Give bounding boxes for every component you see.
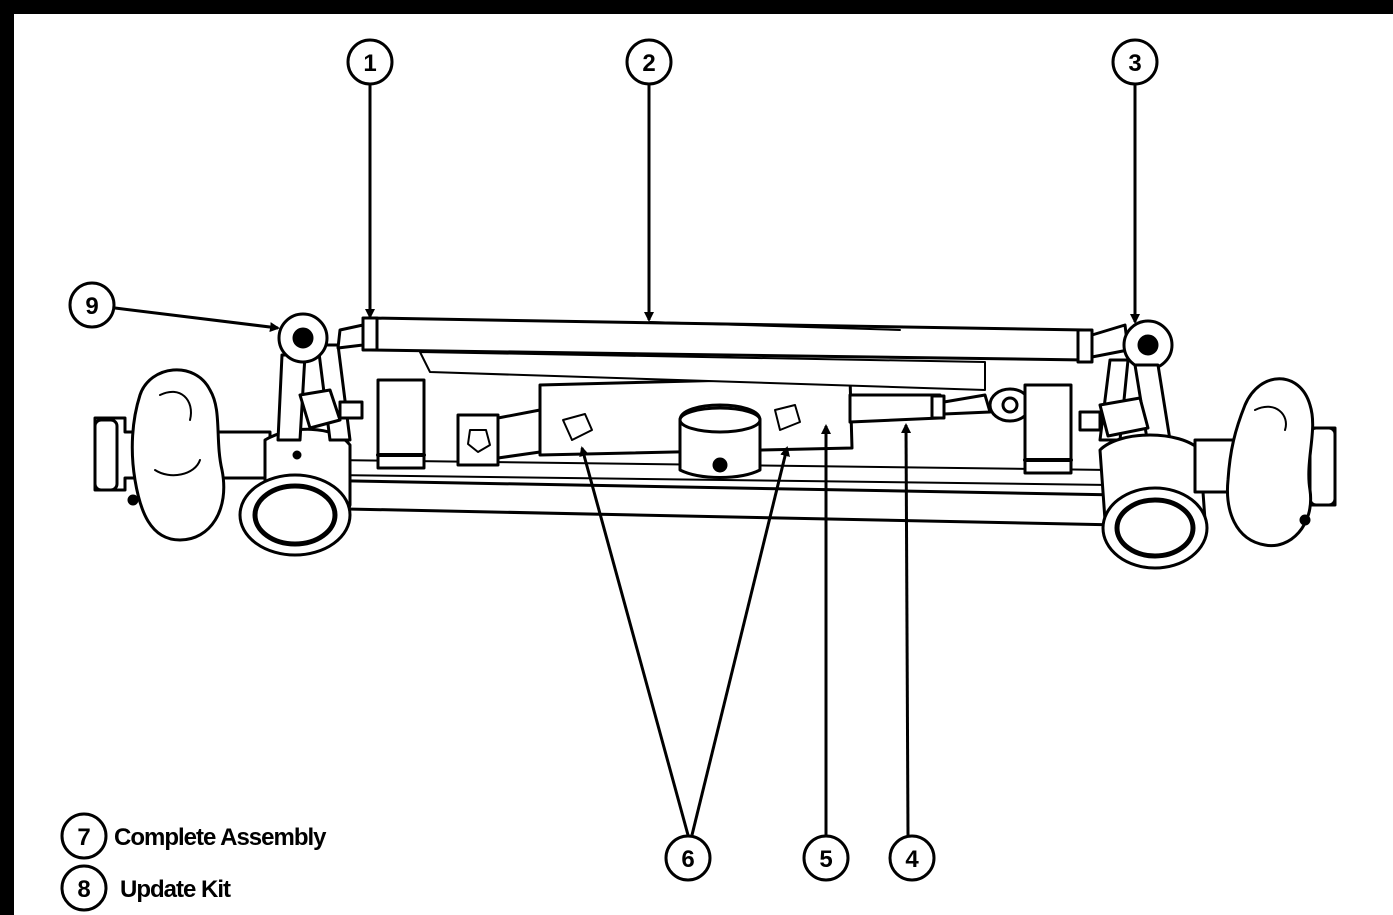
callout-3: 3	[1111, 38, 1159, 86]
callout-9: 9	[68, 281, 116, 329]
leader-4	[901, 423, 912, 836]
legend-complete-assembly: Complete Assembly	[114, 824, 327, 851]
left-wheel-hub	[130, 368, 226, 542]
callout-8: 8	[60, 864, 108, 912]
right-hub-bolt	[1299, 514, 1311, 526]
svg-text:6: 6	[681, 846, 694, 873]
callout-2: 2	[625, 38, 673, 86]
callout-1: 1	[346, 38, 394, 86]
leader-9	[114, 306, 280, 332]
callout-6: 6	[664, 834, 712, 882]
leader-6b	[690, 446, 790, 836]
drag-link	[419, 351, 986, 391]
piston-rod	[848, 393, 942, 424]
axle-illustration	[93, 312, 1337, 570]
lower-frame-beam	[298, 478, 1122, 527]
right-wheel-hub	[1225, 377, 1315, 548]
leader-lines	[114, 84, 1140, 836]
svg-text:8: 8	[77, 876, 90, 903]
callouts: 1 2 3 9 6 5 4 7	[60, 38, 1159, 912]
svg-text:9: 9	[85, 293, 98, 320]
svg-text:5: 5	[819, 846, 832, 873]
left-hub-cap	[93, 418, 119, 492]
svg-text:2: 2	[642, 50, 655, 77]
svg-text:7: 7	[77, 824, 90, 851]
callout-5: 5	[802, 834, 850, 882]
left-clamp-bracket	[298, 388, 342, 430]
tie-rod-left-nut	[361, 316, 379, 352]
svg-text:3: 3	[1128, 50, 1141, 77]
svg-text:4: 4	[905, 846, 919, 873]
callout-4: 4	[888, 834, 936, 882]
cylinder-left-cap	[496, 408, 542, 460]
right-hub-cap	[1308, 426, 1337, 507]
callout-7: 7	[60, 812, 108, 860]
left-hub-bolt	[127, 494, 139, 506]
right-clamp-bracket	[1098, 396, 1150, 438]
legend-update-kit: Update Kit	[120, 876, 231, 903]
svg-text:1: 1	[363, 50, 376, 77]
tie-rod-right-nut	[1076, 328, 1094, 364]
leader-6a	[579, 446, 690, 836]
